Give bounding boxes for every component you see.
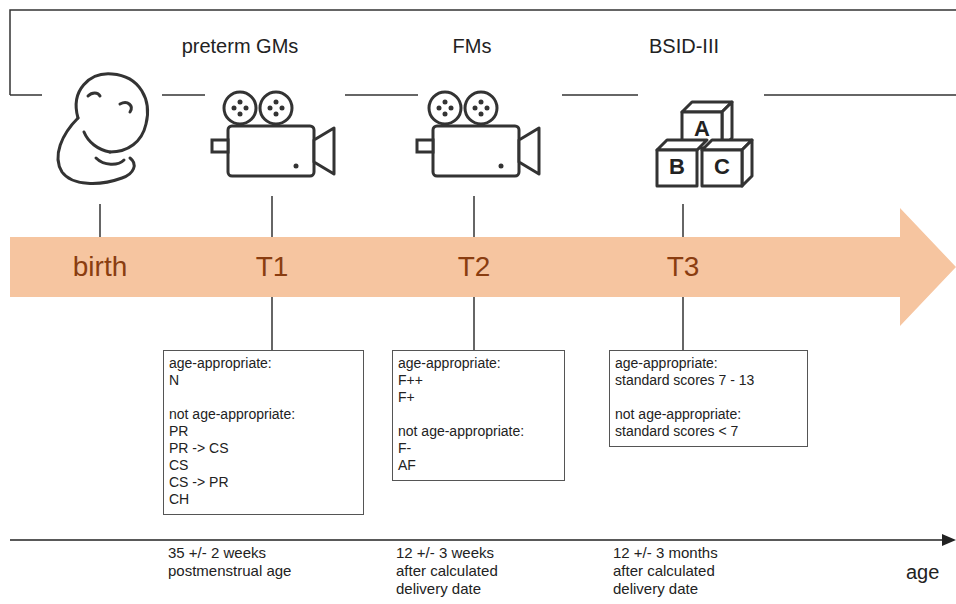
block-letter: A <box>694 116 710 142</box>
age-note: 12 +/- 3 months after calculated deliver… <box>613 544 748 598</box>
timepoint-label: T3 <box>667 251 700 283</box>
tick-lines <box>100 196 683 237</box>
age-note: 12 +/- 3 weeks after calculated delivery… <box>396 544 528 598</box>
category-text: AF <box>398 457 558 474</box>
bracket-line <box>10 10 956 95</box>
block-letter: B <box>669 154 685 180</box>
category-text: PR -> CS <box>169 440 357 457</box>
category-text: age-appropriate: <box>615 355 801 372</box>
category-box: age-appropriate:Nnot age-appropriate:PRP… <box>163 350 364 515</box>
connector-line <box>473 297 475 350</box>
category-text: F+ <box>398 389 558 406</box>
category-text: standard scores < 7 <box>615 423 801 440</box>
category-text: F++ <box>398 372 558 389</box>
category-text: CS <box>169 457 357 474</box>
category-box: age-appropriate:standard scores 7 - 13 no… <box>609 350 808 447</box>
timepoint-label: birth <box>73 251 127 283</box>
category-text: CH <box>169 491 357 508</box>
category-box: age-appropriate:F++F+ not age-appropriate… <box>392 350 565 481</box>
category-text: not age-appropriate: <box>169 406 357 423</box>
age-axis <box>10 539 944 541</box>
method-label: BSID-III <box>649 34 719 58</box>
baby-icon <box>58 74 148 184</box>
timepoint-label: T2 <box>458 251 491 283</box>
timeline-band: birth T1 T2 T3 <box>10 237 900 297</box>
camera-icon <box>417 92 539 176</box>
camera-icon <box>212 92 334 176</box>
method-label: FMs <box>453 34 492 58</box>
category-text: not age-appropriate: <box>398 423 558 440</box>
category-text: CS -> PR <box>169 474 357 491</box>
blocks-icon <box>657 102 752 186</box>
band-fill <box>10 208 956 326</box>
axis-arrowhead <box>942 534 956 546</box>
timepoint-label: T1 <box>256 251 289 283</box>
axis-label: age <box>906 560 939 584</box>
category-text: age-appropriate: <box>169 355 357 372</box>
category-text: age-appropriate: <box>398 355 558 372</box>
connector-line <box>682 297 684 350</box>
category-text: standard scores 7 - 13 <box>615 372 801 389</box>
category-text: N <box>169 372 357 389</box>
category-text: PR <box>169 423 357 440</box>
method-label: preterm GMs <box>182 34 299 58</box>
band-arrow-shape <box>10 237 900 297</box>
connector-line <box>271 297 273 350</box>
category-text: F- <box>398 440 558 457</box>
category-text: not age-appropriate: <box>615 406 801 423</box>
age-note: 35 +/- 2 weeks postmenstrual age <box>168 544 318 580</box>
block-letter: C <box>714 154 730 180</box>
